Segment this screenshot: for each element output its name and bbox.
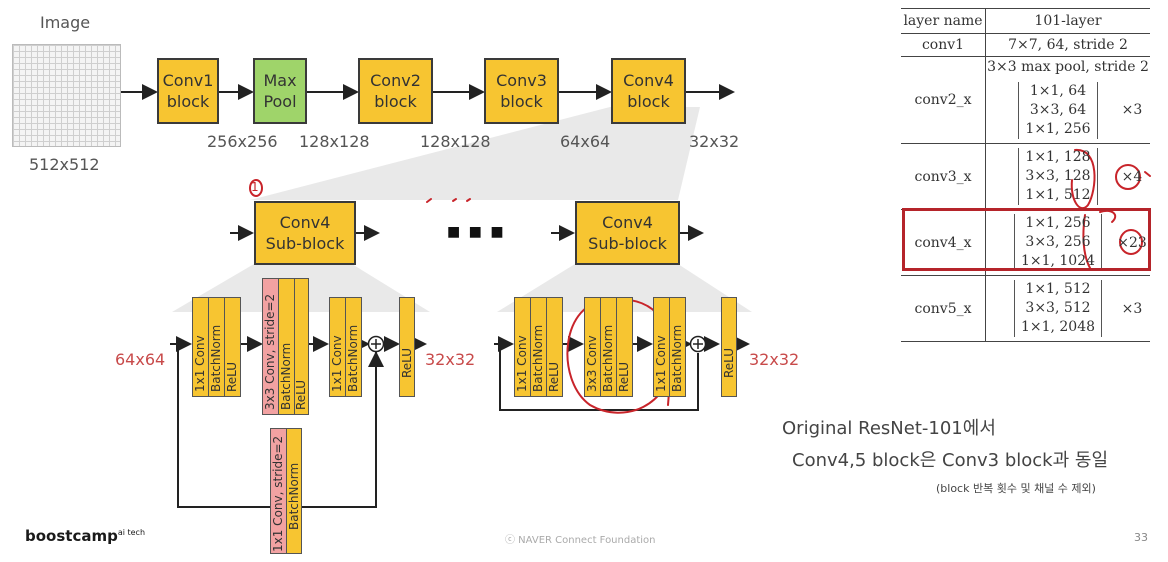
table-cell-name: conv4_x [901,209,986,276]
note-line-2: Conv4,5 block은 Conv3 block과 동일 [792,450,1109,471]
resnet-architecture-table: layer name 101-layer conv1 7×7, 64, stri… [901,8,1150,342]
output-size-right: 32x32 [749,350,800,369]
table-stack-line: 3×3, 256 [1025,234,1091,250]
layer-label: BatchNorm [287,462,301,530]
table-multiplier: ×4 [1114,143,1150,210]
layer-bar [546,297,563,397]
layer-label: BatchNorm [209,324,223,392]
page-number: 33 [1134,531,1148,544]
layer-label: 3x3 Conv, stride=2 [263,293,277,410]
table-stack-line: 1×1, 256 [1025,120,1091,137]
table-multiplier: ×3 [1121,102,1143,119]
table-stack-line: 1×1, 1024 [1020,253,1096,269]
image-title: Image [40,13,91,32]
table-stack-line: 3×3, 512 [1025,300,1091,316]
table-cell-value: 3×3 max pool, stride 2 [985,56,1150,78]
table-multiplier: ×3 [1114,275,1150,342]
size-label-256: 256x256 [207,132,278,151]
table-stack-line: 1×1, 512 [1025,281,1091,297]
table-cell-name: conv3_x [901,143,986,210]
table-header-layer-name: layer name [901,8,986,34]
layer-label: ReLU [617,361,631,392]
conv4-block: Conv4 block [611,58,686,124]
layer-bar [345,297,362,397]
note-line-3: (block 반복 횟수 및 채널 수 제외) [936,482,1096,495]
copyright: ⓒ NAVER Connect Foundation [505,535,656,546]
brand-logo: boostcampai tech [25,527,145,545]
table-stack: 1×1, 128 3×3, 128 1×1, 512 [1018,148,1098,205]
table-cell-name: conv2_x [901,56,986,144]
table-cell-name: conv1 [901,33,986,57]
conv4-sub-block-right: Conv4 Sub-block [575,201,680,265]
table-stack-line: 1×1, 128 [1025,149,1091,165]
layer-label: 1x1 Conv, stride=2 [271,435,285,552]
layer-bar [286,428,302,554]
image-size-label: 512x512 [29,155,100,174]
layer-label: ReLU [294,379,308,410]
table-stack-line: 1×1, 512 [1025,187,1091,203]
table-stack-line: 1×1, 2048 [1020,319,1096,335]
table-cell-name: conv5_x [901,275,986,342]
layer-label: BatchNorm [531,324,545,392]
layer-label: BatchNorm [346,324,360,392]
layer-bar [399,297,415,397]
table-stack-line: 3×3, 128 [1025,168,1091,184]
brand-name: boostcamp [25,527,118,545]
layer-label: ReLU [225,361,239,392]
handwritten-number: 1 [251,180,259,194]
maxpool-block: Max Pool [253,58,307,124]
note-line-1: Original ResNet-101에서 [782,418,996,439]
conv1-block: Conv1 block [157,58,219,124]
output-size-left: 32x32 [425,350,476,369]
table-stack: 1×1, 512 3×3, 512 1×1, 2048 [1013,280,1103,337]
table-cell-value: 7×7, 64, stride 2 [985,33,1150,57]
conv3-block: Conv3 block [484,58,559,124]
layer-bar [616,297,633,397]
table-header-101-layer: 101-layer [985,8,1150,34]
table-stack-line: 1×1, 64 [1029,82,1087,99]
layer-label: BatchNorm [279,342,293,410]
layer-bar [669,297,686,397]
layer-label: 1x1 Conv [654,335,668,392]
layer-bar [294,278,309,415]
size-label-128a: 128x128 [299,132,370,151]
size-label-64: 64x64 [560,132,611,151]
layer-label: ReLU [400,347,414,378]
layer-label: 1x1 Conv [193,335,207,392]
table-multiplier: ×23 [1114,209,1150,276]
table-stack-line: 1×1, 256 [1025,215,1091,231]
table-stack: 1×1, 64 3×3, 64 1×1, 256 [1018,81,1098,139]
layer-label: 1x1 Conv [330,335,344,392]
ellipsis: ■ ■ ■ [447,224,506,240]
table-stack: 1×1, 256 3×3, 256 1×1, 1024 [1013,214,1103,271]
layer-bar [721,297,737,397]
layer-label: 1x1 Conv [515,335,529,392]
layer-label: ReLU [722,347,736,378]
layer-label: ReLU [547,361,561,392]
size-label-32: 32x32 [689,132,740,151]
conv4-sub-block-left: Conv4 Sub-block [254,201,356,265]
layer-bar [224,297,241,397]
layer-label: 3x3 Conv [585,335,599,392]
table-stack-line: 3×3, 64 [1029,101,1087,118]
layer-label: BatchNorm [601,324,615,392]
brand-sup: ai tech [117,528,146,537]
conv2-block: Conv2 block [358,58,433,124]
size-label-128b: 128x128 [420,132,491,151]
input-image-grid [12,44,121,147]
layer-label: BatchNorm [670,324,684,392]
input-size-left: 64x64 [115,350,166,369]
conv4-row-highlight [902,208,1151,271]
